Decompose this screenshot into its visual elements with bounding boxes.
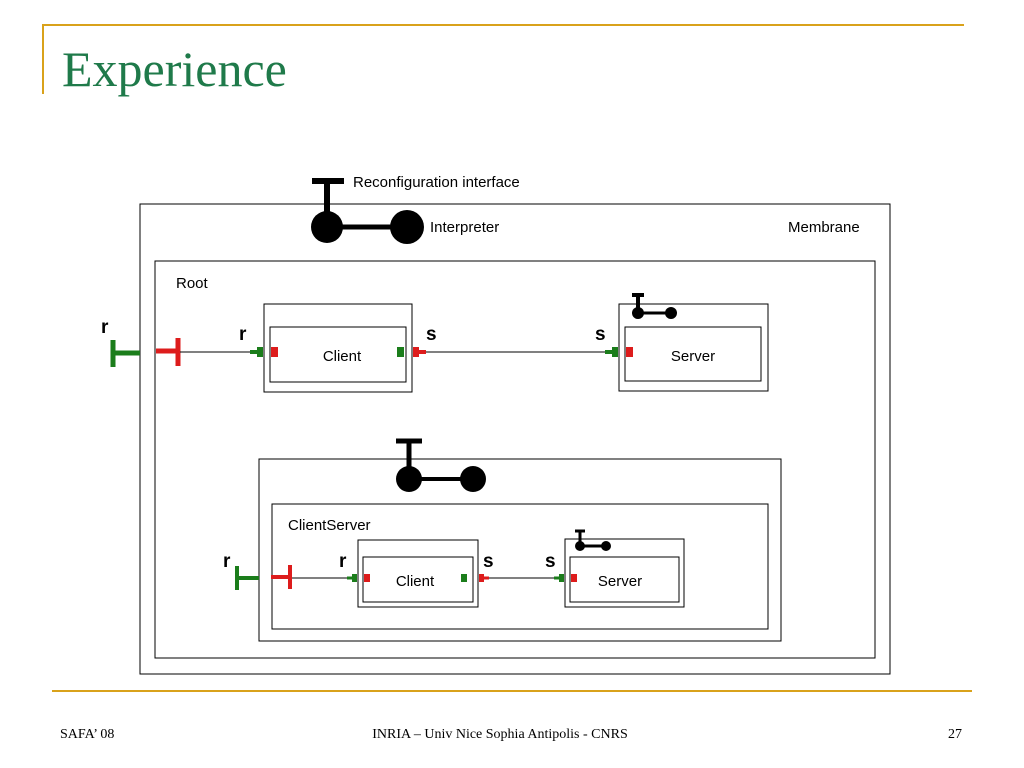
- inner-client-server-interface-r: [347, 574, 357, 582]
- root-label: Root: [176, 275, 209, 292]
- inner-server-server-interface-s: [554, 574, 564, 582]
- inner-client-client-interface-s: [479, 574, 489, 582]
- inner-server-port-s-label: s: [545, 551, 556, 572]
- client-port-r-label: r: [239, 324, 247, 345]
- inner-server-internal-interface-s: [571, 574, 577, 582]
- inner-client-component-outer: [357, 539, 479, 608]
- inner-client-label: Client: [396, 573, 435, 590]
- footer-affiliation: INRIA – Univ Nice Sophia Antipolis - CNR…: [372, 727, 628, 742]
- client-client-interface-s: [413, 347, 426, 357]
- client-port-s-label: s: [426, 324, 437, 345]
- client-component-outer: [263, 303, 413, 393]
- membrane-label: Membrane: [788, 219, 860, 236]
- reconfiguration-interface-label: Reconfiguration interface: [353, 174, 520, 191]
- interpreter-label: Interpreter: [430, 219, 499, 236]
- footer-conference: SAFA’ 08: [60, 727, 115, 742]
- client-server-interface-r: [250, 347, 263, 357]
- client-component-inner: [269, 326, 407, 383]
- client-internal-interface-s: [397, 347, 404, 357]
- clientserver-label: ClientServer: [288, 517, 371, 534]
- server-component-inner: [624, 326, 762, 382]
- inner-client-internal-interface-r: [364, 574, 370, 582]
- clientserver-membrane-box: [258, 458, 782, 642]
- inner-server-label: Server: [598, 573, 642, 590]
- inner-client-port-r-label: r: [339, 551, 347, 572]
- server-label: Server: [671, 348, 715, 365]
- server-internal-interface-s: [626, 347, 633, 357]
- inner-client-port-s-label: s: [483, 551, 494, 572]
- root-internal-interface: [156, 338, 181, 366]
- root-external-interface-r: [110, 340, 140, 367]
- page-number: 27: [948, 727, 962, 742]
- slide-title: Experience: [62, 41, 287, 97]
- title-top-rule: [42, 24, 964, 26]
- server-component-outer: [618, 303, 769, 392]
- clientserver-controller-icon: [396, 438, 486, 492]
- footer-rule: [52, 690, 972, 692]
- inner-client-component-inner: [362, 556, 474, 603]
- root-box: [154, 260, 876, 659]
- clientserver-external-port-r-label: r: [223, 551, 231, 572]
- reconfiguration-controller-icon: [311, 178, 424, 244]
- client-internal-interface-r: [271, 347, 278, 357]
- server-port-s-label: s: [595, 324, 606, 345]
- root-external-port-r-label: r: [101, 317, 109, 338]
- inner-client-internal-interface-s: [461, 574, 467, 582]
- client-label: Client: [323, 348, 362, 365]
- inner-server-component-inner: [569, 556, 680, 603]
- inner-server-component-outer: [564, 538, 685, 608]
- clientserver-internal-interface: [271, 565, 292, 589]
- component-diagram: Membrane Reconfiguration interface Inter…: [101, 174, 891, 675]
- inner-server-controller-icon: [575, 529, 611, 551]
- server-controller-icon: [632, 293, 677, 319]
- server-server-interface-s: [605, 347, 618, 357]
- clientserver-external-interface-r: [235, 566, 259, 590]
- membrane-box: [139, 203, 891, 675]
- clientserver-content-box: [271, 503, 769, 630]
- title-accent-rule: [42, 24, 44, 94]
